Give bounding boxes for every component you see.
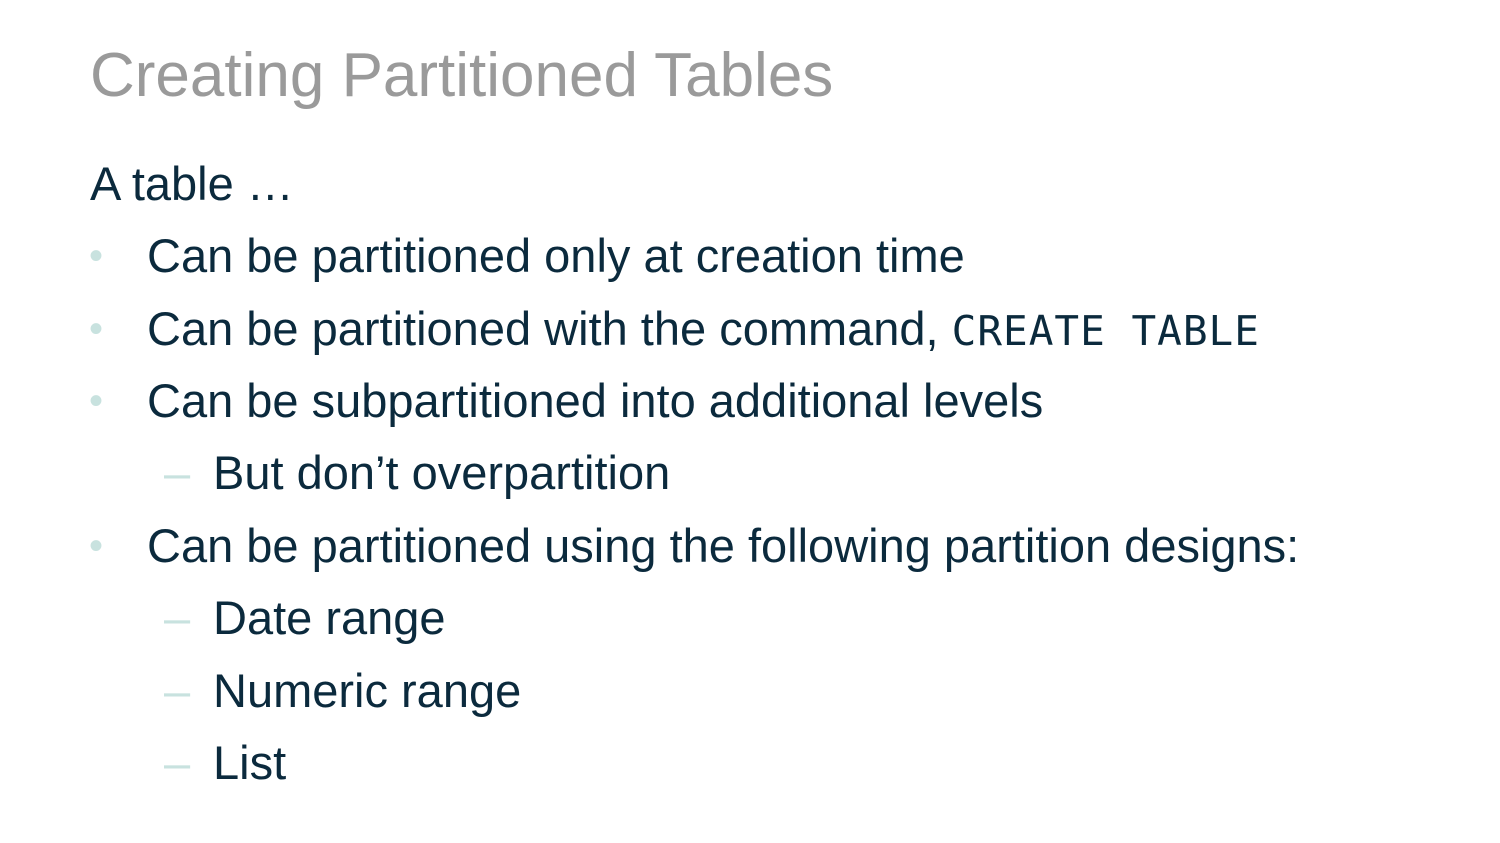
sub-list-item-text: But don’t overpartition [213,446,671,499]
list-item-text: Can be subpartitioned into additional le… [147,374,1044,427]
bullet-marker: • [89,307,104,351]
dash-marker: – [164,664,191,717]
list-item-text: Can be partitioned with the command, CRE… [147,299,1260,361]
list-item-text: Can be partitioned using the following p… [147,519,1300,572]
bullet-marker: • [89,524,104,568]
slide-title: Creating Partitioned Tables [90,41,834,110]
list-item-plain-text: Can be partitioned with the command, [147,302,952,355]
dash-marker: – [164,591,191,644]
list-item-text: Can be partitioned only at creation time [147,229,965,282]
sub-list-item-text: Date range [213,591,446,644]
bullet-marker: • [89,234,104,278]
intro-text: A table … [90,157,294,210]
bullet-marker: • [89,379,104,423]
sub-list-item-text: List [213,736,287,789]
dash-marker: – [164,736,191,789]
code-snippet: CREATE TABLE [951,307,1260,355]
sub-list-item-text: Numeric range [213,664,522,717]
dash-marker: – [164,446,191,499]
